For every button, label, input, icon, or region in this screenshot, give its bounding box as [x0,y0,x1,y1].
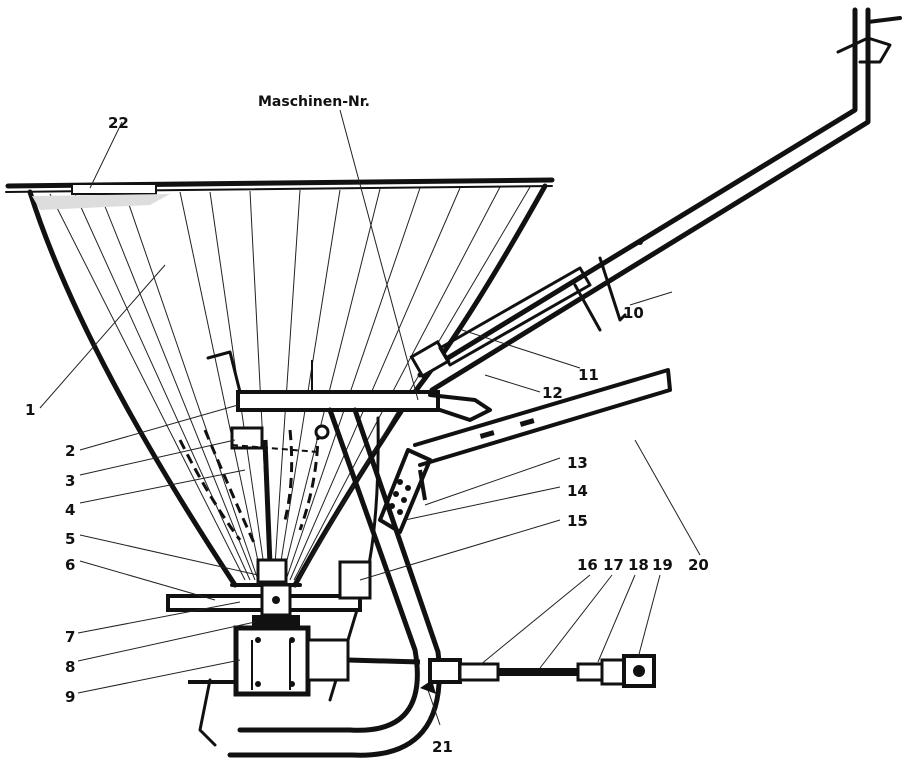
gearbox [233,625,421,697]
adjust-lever [378,368,672,534]
hopper-shading [49,186,531,581]
label-6: 6 [65,556,75,574]
label-18: 18 [628,556,649,574]
label-19: 19 [652,556,673,574]
label-1: 1 [25,401,35,419]
agitator [178,426,320,584]
drive-shaft [428,654,656,688]
label-13: 13 [567,454,588,472]
label-3: 3 [65,472,75,490]
label-7: 7 [65,628,75,646]
machine-number-label: Maschinen-Nr. [258,94,370,110]
label-20: 20 [688,556,709,574]
bracket-bar [206,350,440,440]
label-5: 5 [65,530,75,548]
label-16: 16 [577,556,598,574]
label-15: 15 [567,512,588,530]
leader-lines [39,109,701,726]
label-4: 4 [65,501,75,519]
label-14: 14 [567,482,588,500]
label-10: 10 [623,304,644,322]
labels: Maschinen-Nr. 22 1 2 3 4 5 6 7 8 9 10 11… [25,94,709,756]
rim-plate [71,183,157,195]
handle [409,7,902,422]
label-12: 12 [542,384,563,402]
hopper [5,177,555,588]
label-17: 17 [603,556,624,574]
label-9: 9 [65,688,75,706]
label-11: 11 [578,366,599,384]
label-22: 22 [108,114,129,132]
label-2: 2 [65,442,75,460]
label-8: 8 [65,658,75,676]
label-21: 21 [432,738,453,756]
